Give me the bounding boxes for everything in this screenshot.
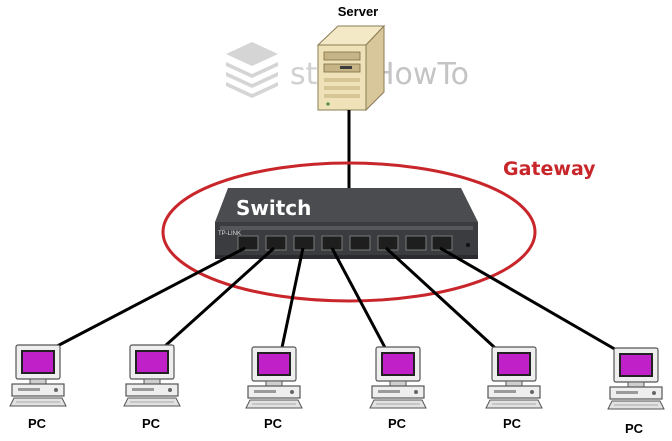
- switch-label: Switch: [236, 196, 311, 220]
- pc-icon-5: [485, 346, 543, 409]
- pc-icons: [9, 344, 665, 410]
- pc-icon-3: [245, 346, 303, 409]
- monitor-screen: [383, 354, 413, 374]
- server-label: Server: [338, 4, 378, 19]
- pc-icon-2: [123, 344, 181, 407]
- watermark-howto-text: HowTo: [372, 57, 469, 92]
- pc-icon-1: [9, 344, 67, 407]
- pc-icon-4: [369, 346, 427, 409]
- gateway-label: Gateway: [503, 158, 596, 180]
- pc-label-1: PC: [28, 416, 47, 431]
- switch-brand-label: TP-LINK: [218, 231, 241, 237]
- monitor-screen: [137, 352, 167, 372]
- pc-label-3: PC: [264, 416, 283, 431]
- cable-pc-2: [153, 246, 276, 357]
- pc-icon-6: [607, 347, 665, 410]
- cable-pc-3: [278, 247, 305, 358]
- server-icon: [316, 24, 386, 112]
- monitor-screen: [23, 352, 53, 372]
- monitor-screen: [259, 354, 289, 374]
- monitor-screen: [621, 355, 651, 375]
- pc-label-4: PC: [388, 416, 407, 431]
- cable-pc-4: [330, 247, 392, 358]
- gateway-ellipse: [161, 161, 537, 303]
- pc-label-6: PC: [625, 421, 644, 436]
- switch-ports: [237, 235, 453, 251]
- cable-pc-6: [439, 246, 626, 357]
- switch-device: TP-LINK: [215, 188, 478, 259]
- monitor-screen: [499, 354, 529, 374]
- cable-pc-5: [384, 246, 507, 359]
- stack-layers-icon: [226, 42, 278, 98]
- pc-label-2: PC: [142, 416, 161, 431]
- cable-pc-1: [39, 246, 246, 357]
- pc-label-5: PC: [503, 416, 522, 431]
- pc-cables: [39, 246, 626, 359]
